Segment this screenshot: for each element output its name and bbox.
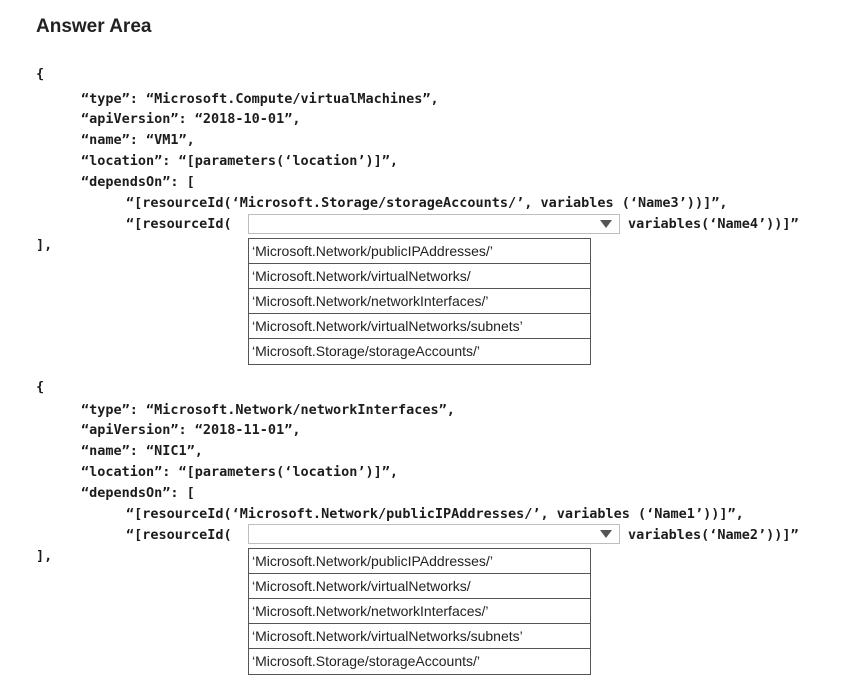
location-line: “location”: “[parameters(‘location’)]”, xyxy=(81,153,398,169)
triangle-down-icon[interactable] xyxy=(597,216,615,232)
dependency-prefix: “[resourceId( xyxy=(126,216,232,232)
apiversion-line: “apiVersion”: “2018-10-01”, xyxy=(81,111,301,127)
resource-type-dropdown[interactable] xyxy=(248,524,620,544)
dependency-line-1: “[resourceId(‘Microsoft.Network/publicIP… xyxy=(126,506,744,522)
dependency-suffix: variables(‘Name2’))]” xyxy=(628,527,799,543)
page-title: Answer Area xyxy=(36,16,152,37)
dropdown-options: ‘Microsoft.Network/publicIPAddresses/’ ‘… xyxy=(248,238,591,365)
resource-type-dropdown[interactable] xyxy=(248,214,620,234)
type-line: “type”: “Microsoft.Network/networkInterf… xyxy=(81,402,455,418)
type-line: “type”: “Microsoft.Compute/virtualMachin… xyxy=(81,91,439,107)
dropdown-option[interactable]: ‘Microsoft.Network/virtualNetworks/ xyxy=(249,264,590,289)
apiversion-line: “apiVersion”: “2018-11-01”, xyxy=(81,422,301,438)
dropdown-options: ‘Microsoft.Network/publicIPAddresses/’ ‘… xyxy=(248,548,591,675)
dropdown-option[interactable]: ‘Microsoft.Storage/storageAccounts/’ xyxy=(252,343,480,359)
open-brace: { xyxy=(36,66,45,82)
dropdown-option[interactable]: ‘Microsoft.Network/publicIPAddresses/’ xyxy=(249,549,590,574)
dependson-line: “dependsOn”: [ xyxy=(81,485,195,501)
open-brace: { xyxy=(36,379,45,395)
name-line: “name”: “VM1”, xyxy=(81,132,195,148)
location-line: “location”: “[parameters(‘location’)]”, xyxy=(81,464,398,480)
dependency-line-1: “[resourceId(‘Microsoft.Storage/storageA… xyxy=(126,195,728,211)
dropdown-option[interactable]: ‘Microsoft.Network/networkInterfaces/’ xyxy=(249,289,590,314)
dependency-suffix: variables(‘Name4’))]” xyxy=(628,216,799,232)
dependency-prefix: “[resourceId( xyxy=(126,527,232,543)
dropdown-option[interactable]: ‘Microsoft.Network/virtualNetworks/ xyxy=(249,574,590,599)
dropdown-option[interactable]: ‘Microsoft.Network/virtualNetworks/subne… xyxy=(249,624,590,649)
dropdown-option[interactable]: ‘Microsoft.Network/virtualNetworks/subne… xyxy=(249,314,590,339)
dependson-line: “dependsOn”: [ xyxy=(81,174,195,190)
name-line: “name”: “NIC1”, xyxy=(81,443,203,459)
dropdown-option[interactable]: ‘Microsoft.Network/publicIPAddresses/’ xyxy=(249,239,590,264)
close-bracket: ], xyxy=(36,237,53,253)
dropdown-option[interactable]: ‘Microsoft.Storage/storageAccounts/’ xyxy=(252,653,480,669)
dropdown-option[interactable]: ‘Microsoft.Network/networkInterfaces/’ xyxy=(249,599,590,624)
triangle-down-icon[interactable] xyxy=(597,526,615,542)
close-bracket: ], xyxy=(36,548,53,564)
